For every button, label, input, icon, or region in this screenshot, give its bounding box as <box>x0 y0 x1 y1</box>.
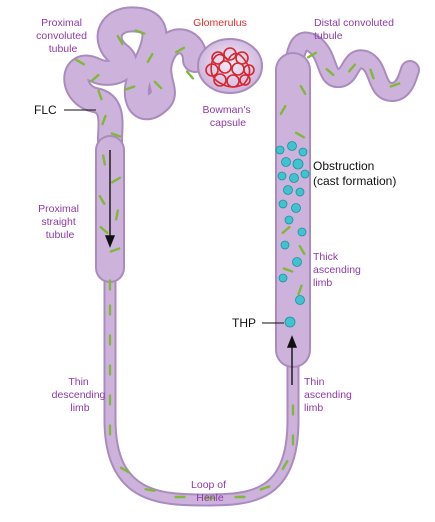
thp-particle-icon <box>292 257 302 267</box>
leader-lines <box>64 109 284 324</box>
flc-rod-icon <box>74 58 86 66</box>
obstruction-label: Obstruction (cast formation) <box>313 159 396 188</box>
thp-particle-icon <box>295 295 305 305</box>
flc-rod-icon <box>153 80 163 90</box>
flow-arrow-icon <box>104 150 116 248</box>
flc-rod-icon <box>116 34 124 46</box>
flc-rod-icon <box>294 131 306 139</box>
flc-rod-icon <box>98 194 106 206</box>
flc-rod-icon <box>299 84 307 96</box>
thp-particle-icon <box>275 145 285 155</box>
thin-ascending-label: Thin ascending limb <box>304 376 355 414</box>
flow-arrow-icon <box>286 335 298 385</box>
loop-of-henle-tube <box>105 263 298 505</box>
loop-of-henle-label: Loop of Henle <box>191 479 229 504</box>
flc-rod-icon <box>306 51 318 59</box>
flc-rod-icon <box>97 89 103 101</box>
thp-particle-icon <box>287 141 297 151</box>
thp-particle-icon <box>278 273 288 283</box>
proximal-convoluted-tube <box>65 8 206 246</box>
thp-particle-icon <box>280 240 290 250</box>
flc-rod-icon <box>369 68 375 80</box>
loop-of-henle-tube-edge <box>103 261 300 507</box>
thp-particle-icon <box>289 173 299 183</box>
flc-rod-icon <box>297 284 303 296</box>
flc-rod-icon <box>298 244 306 256</box>
distal-convoluted-label: Distal convoluted tubule <box>314 17 397 42</box>
flc-rod-icon <box>119 466 131 474</box>
thp-particle-icon <box>284 215 294 225</box>
thp-particle-icon <box>292 158 304 170</box>
flc-rod-icon <box>90 73 100 83</box>
labels: Proximal convoluted tubule Glomerulus Di… <box>34 17 397 504</box>
flc-rod-icon <box>389 82 401 88</box>
flc-rod-icon <box>114 209 120 221</box>
flc-rod-icon <box>101 154 107 166</box>
proximal-straight-label: Proximal straight tubule <box>38 203 82 241</box>
flc-rod-icon <box>281 225 291 235</box>
flc-rod-icon <box>146 52 154 64</box>
flow-arrows <box>104 150 298 385</box>
glomerulus-tuft <box>205 47 255 88</box>
thp-particle-icon <box>298 147 308 157</box>
thp-particles <box>275 141 310 328</box>
thick-ascending-label: Thick ascending limb <box>313 251 364 289</box>
thp-particle-icon <box>295 187 305 197</box>
thp-particle-icon <box>291 203 301 213</box>
thin-descending-label: Thin descending limb <box>52 376 109 414</box>
flc-rods <box>74 29 401 500</box>
flc-rod-icon <box>279 104 287 116</box>
thp-particle-icon <box>284 316 296 328</box>
flc-rod-icon <box>174 46 186 54</box>
flc-rod-icon <box>282 267 294 273</box>
thp-particle-icon <box>278 199 288 209</box>
flc-rod-icon <box>110 132 122 138</box>
flc-rod-icon <box>185 70 195 80</box>
flc-rod-icon <box>101 114 107 126</box>
thp-particle-icon <box>300 169 310 179</box>
thp-particle-icon <box>281 157 291 167</box>
flc-rod-icon <box>109 247 121 253</box>
flc-rod-icon <box>144 488 156 492</box>
flc-rod-icon <box>281 459 289 471</box>
flc-rod-icon <box>110 176 122 184</box>
bowmans-capsule-label: Bowman's capsule <box>202 104 253 129</box>
thp-particle-icon <box>277 171 287 181</box>
bowmans-capsule-group <box>197 38 263 94</box>
thp-particle-icon <box>283 185 293 195</box>
flc-rod-icon <box>124 85 136 91</box>
thp-label: THP <box>232 316 256 330</box>
flc-rod-icon <box>259 485 271 491</box>
flc-rod-icon <box>99 225 109 235</box>
flc-label: FLC <box>34 103 57 117</box>
thp-particle-icon <box>297 227 307 237</box>
proximal-convoluted-label: Proximal convoluted tubule <box>36 17 90 55</box>
flc-rod-icon <box>325 67 335 77</box>
flc-rod-icon <box>134 29 146 35</box>
glomerulus-label: Glomerulus <box>193 17 247 29</box>
flc-rod-icon <box>347 63 357 73</box>
